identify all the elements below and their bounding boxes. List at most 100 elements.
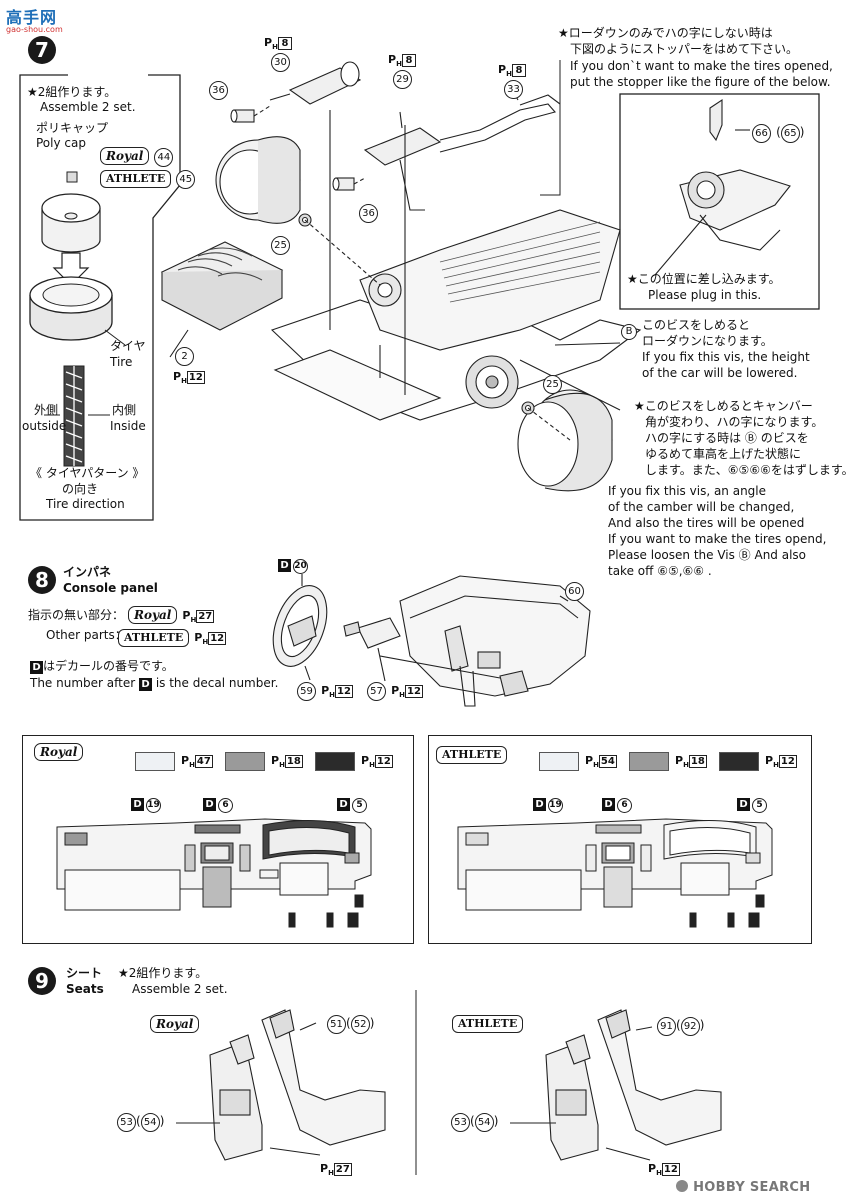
ph-33-value: 8 [511,64,526,77]
vis-note-en2: of the car will be lowered. [642,366,798,380]
athlete-ph-2-value: 18 [688,755,707,768]
athlete-decal-6-icon: D [602,798,615,811]
royal-decal-19-icon: D [131,798,144,811]
step-9-number: 9 [28,967,56,995]
watermark-logo: 高手网 gao-shou.com [6,4,63,34]
stopper-note-en1: If you don`t want to make the tires open… [570,59,833,73]
athlete-badge-step8: ATHLETE [118,629,190,647]
step9-title-en: Seats [66,982,104,996]
inside-label-jp: 内側 [112,403,137,417]
paren-close-ath54: ) [493,1114,499,1128]
camber-note-jp5: します。また、⑥⑤⑥⑥をはずします。 [645,463,854,477]
athlete-decal-5-num: 5 [752,798,767,813]
plug-note-jp: ★この位置に差し込みます。 [627,272,781,286]
camber-note-en2: of the camber will be changed, [608,500,795,514]
part-2-marker: 2 [175,347,194,366]
part-30-marker: 30 [271,53,290,72]
athlete-decal-6-num: 6 [617,798,632,813]
camber-note-jp2: 角が変わり、ハの字になります。 [645,415,824,429]
camber-note-en6: take off ⑥⑤,⑥⑥ . [608,564,712,578]
royal-decal-6-num: 6 [218,798,233,813]
part-52-marker: 52 [350,1015,370,1034]
hobby-search-logo: HOBBY SEARCH [676,1176,810,1195]
royal-panel-badge: Royal [34,743,84,761]
decal-20-marker: 20 [293,559,308,574]
seats-drawing [176,990,722,1175]
step9-athlete-badge-wrap: ATHLETE [452,1012,524,1033]
athlete-dashboard-drawing [457,818,773,928]
step9-title-jp: シート [66,966,103,980]
royal-ph-2-value: 18 [284,755,303,768]
console-panel-drawing [272,574,591,707]
athlete-badge: ATHLETE [100,170,172,188]
decal-note-en-pre: The number after [30,676,136,690]
stopper-note-en2: put the stopper like the figure of the b… [570,75,831,89]
part-25-marker-a: 25 [271,236,290,255]
athlete-polycap-row: ATHLETE 45 [100,167,196,189]
part-36-marker-b: 36 [359,204,378,223]
stopper-note-jp1: ★ローダウンのみでハの字にしない時は [558,26,773,40]
step8-title-jp: インパネ [63,565,112,579]
part-33-marker: 33 [504,80,523,99]
paren-open-53: ( [136,1114,141,1128]
camber-note-jp1: ★このビスをしめるとキャンバー [634,399,813,413]
step7-assemble-en: Assemble 2 set. [40,100,136,114]
tire-label-jp: タイヤ [110,339,146,353]
paren-close: ) [799,125,805,139]
royal-polycap-row: Royal 44 [100,145,174,167]
athlete-panel-badge: ATHLETE [436,746,508,764]
royal-part-54-marker: 54 [140,1113,160,1132]
outside-label-jp: 外側 [34,403,59,417]
royal-backrest-markers: 51(52) [327,1015,374,1034]
royal-decal-5-icon: D [337,798,350,811]
part-51-marker: 51 [327,1015,346,1034]
athlete-ph-3-value: 12 [778,755,797,768]
paren-open-51: ( [346,1016,351,1030]
athlete-decal-19-num: 19 [548,798,563,813]
royal-badge: Royal [100,147,150,165]
ph-29-value: 8 [401,54,416,67]
ph-2-value: 12 [186,371,205,384]
camber-note-en1: If you fix this vis, an angle [608,484,767,498]
part-57-marker: 57 [367,682,386,701]
athlete-part-54-marker: 54 [474,1113,494,1132]
other-parts-jp: 指示の無い部分： [28,608,125,622]
hobby-search-icon [676,1180,688,1192]
part-65-marker: 65 [780,124,800,143]
ph-59-value: 12 [335,685,353,698]
decal-note-jp-text: はデカールの番号です。 [43,659,174,673]
athlete-seat-ph-value: 12 [661,1163,680,1176]
paren-close-54: ) [159,1114,165,1128]
royal-badge-step8: Royal [128,606,178,624]
athlete-swatch-2 [629,752,669,771]
ph-royal-step8-value: 27 [196,610,215,623]
ph-athlete-step8-value: 12 [208,632,227,645]
decal-note-en: The number after D is the decal number. [30,676,278,691]
ph-57-value: 12 [405,685,423,698]
camber-note-jp4: ゆるめて車高を上げた状態に [645,447,802,461]
royal-swatch-1 [135,752,175,771]
part-36-marker-a: 36 [209,81,228,100]
step-8-number: 8 [28,566,56,594]
plug-note-en: Please plug in this. [648,288,762,302]
step9-athlete-badge: ATHLETE [452,1015,524,1033]
athlete-panel-badge-wrap: ATHLETE [436,743,508,764]
watermark-site: gao-shou.com [6,25,63,34]
royal-panel-badge-wrap: Royal [34,741,84,761]
